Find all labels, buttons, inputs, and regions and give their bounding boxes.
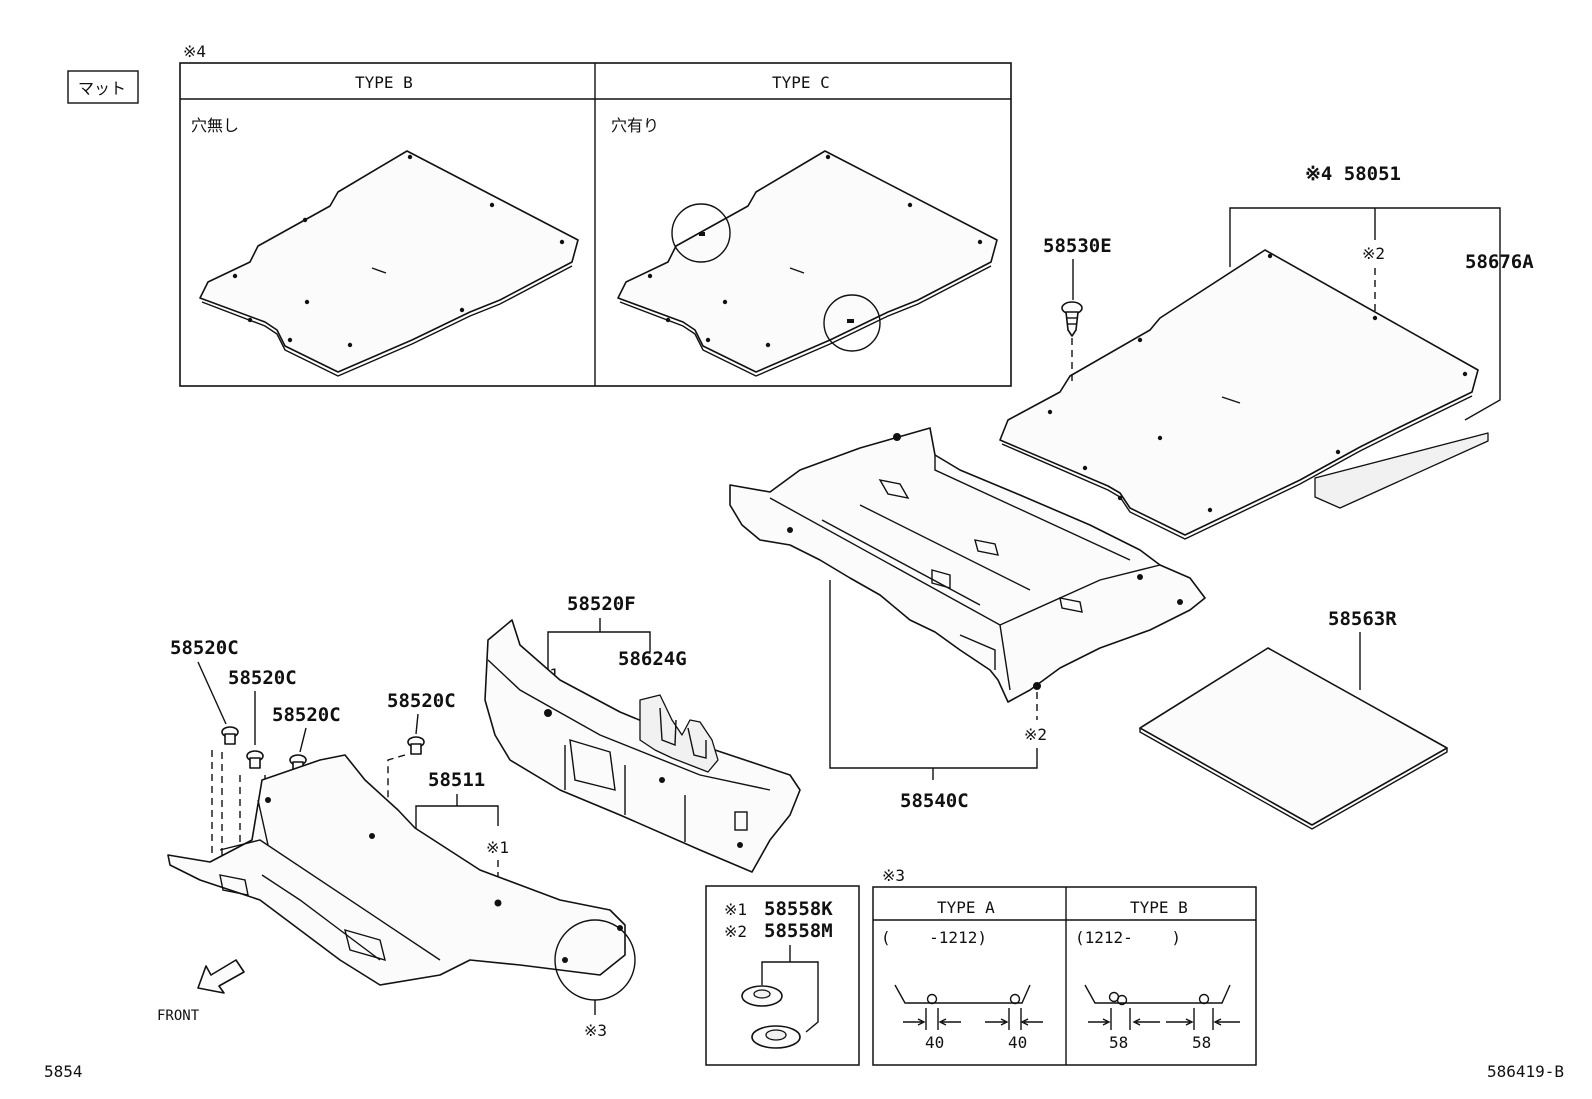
hole-highlight-circle [823,294,881,352]
part-58540C-label[interactable]: 58540C [900,790,969,812]
clip-type-a-dim-1: 40 [925,1033,944,1052]
part-58520C-clip[interactable] [407,736,425,755]
part-58624G-bracket[interactable] [639,694,719,773]
clip-table-mark: ※3 [882,866,905,885]
clip-type-b-dim-2: 58 [1192,1033,1211,1052]
part-58520F-label[interactable]: 58520F [567,593,636,615]
clip-type-b-dim-1: 58 [1109,1033,1128,1052]
part-58520F-rear-panel[interactable] [484,619,801,873]
type-b-header: TYPE B [355,73,413,92]
clip-type-b-range: (1212- ) [1075,928,1181,947]
mat-label: マット [78,79,126,98]
part-58540C-floor-panel[interactable] [729,427,1206,703]
note3-callout-mark: ※3 [584,1021,607,1040]
mat-label-box: マット [67,70,139,104]
part-58676A-pad[interactable] [1314,432,1489,509]
grommet-58558M[interactable] [751,1025,801,1049]
type-c-header: TYPE C [772,73,830,92]
part-58511-under-cover[interactable] [167,754,626,986]
clip-type-b-header: TYPE B [1130,898,1188,917]
mat-type-c-drawing [617,150,998,377]
part-58511-label[interactable]: 58511 [428,769,485,791]
part-58540C-sub-mark: ※2 [1024,725,1047,744]
part-58558M-label[interactable]: 58558M [764,920,833,942]
clip-type-a-header: TYPE A [937,898,995,917]
part-58051-label[interactable]: ※4 58051 [1305,163,1401,185]
grommet-58558K[interactable] [741,985,783,1007]
part-58676A-label[interactable]: 58676A [1465,251,1534,273]
type-b-description: 穴無し [191,116,239,135]
clip-type-a-range: ( -1212) [881,928,987,947]
part-58520C-label-4[interactable]: 58520C [387,690,456,712]
part-58520C-clip[interactable] [246,750,264,769]
clip-box: ※1 58558K ※2 58558M [705,885,860,1066]
footer-left-code: 5854 [44,1062,83,1081]
part-58520C-label-3[interactable]: 58520C [272,704,341,726]
front-label: FRONT [157,1008,200,1024]
note4-mark: ※4 [183,42,206,61]
part-58051-mat[interactable] [999,249,1479,540]
part-58051-sub-mark: ※2 [1362,244,1385,263]
type-c-description: 穴有り [611,116,659,135]
front-direction-arrow-icon [197,959,245,994]
clip-box-mark-1: ※1 [724,900,747,919]
part-58563R-label[interactable]: 58563R [1328,608,1397,630]
footer-right-code: 586419-B [1487,1062,1564,1081]
part-58624G-label[interactable]: 58624G [618,648,687,670]
part-58530E-label[interactable]: 58530E [1043,235,1112,257]
part-58520C-clip[interactable] [221,726,239,745]
part-58520C-label-1[interactable]: 58520C [170,637,239,659]
clip-box-mark-2: ※2 [724,922,747,941]
type-table: TYPE B TYPE C 穴無し 穴有り [179,62,1012,387]
part-58511-sub-mark: ※1 [486,838,509,857]
part-58530E-clip[interactable] [1061,301,1083,337]
part-58520C-label-2[interactable]: 58520C [228,667,297,689]
hole-highlight-circle [671,203,731,263]
clip-type-a-dim-2: 40 [1008,1033,1027,1052]
clip-type-table: TYPE A TYPE B ( -1212) (1212- ) 40 40 58 [872,886,1257,1066]
part-58563R-sheet[interactable] [1139,647,1448,830]
part-58558K-label[interactable]: 58558K [764,898,833,920]
mat-type-b-drawing [199,150,579,377]
